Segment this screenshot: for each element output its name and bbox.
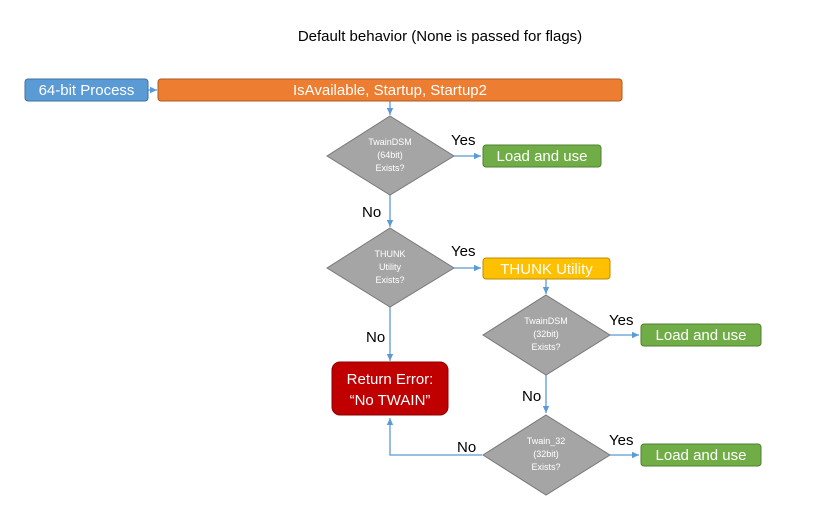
node-load-and-use-1: Load and use bbox=[482, 144, 602, 168]
node-thunk-utility-shape bbox=[482, 257, 611, 280]
decision-twaindsm-64bit: TwainDSM (64bit) Exists? bbox=[326, 115, 455, 196]
node-load-and-use-2-label: Load and use bbox=[656, 327, 747, 344]
node-return-error-shape bbox=[331, 361, 449, 416]
node-load-and-use-3-label: Load and use bbox=[656, 447, 747, 464]
decision-twaindsm-64bit-shape bbox=[326, 115, 455, 196]
edge-twain32-no bbox=[386, 418, 482, 456]
diagram-title: Default behavior (None is passed for fla… bbox=[298, 28, 582, 45]
node-64bit-process-label: 64-bit Process bbox=[39, 82, 135, 99]
decision-thunk-utility-line-3: Exists? bbox=[375, 275, 404, 285]
decision-twaindsm-32bit: TwainDSM (32bit) Exists? bbox=[482, 294, 611, 376]
decision-twaindsm-64bit-line-2: (64bit) bbox=[377, 150, 403, 160]
edge-label-twain32-yes: Yes bbox=[609, 432, 633, 449]
edge-label-thunk-no: No bbox=[366, 329, 385, 346]
decision-twaindsm-64bit-line-3: Exists? bbox=[375, 163, 404, 173]
edge-label-twain32-no: No bbox=[457, 439, 476, 456]
decision-thunk-utility: THUNK Utility Exists? bbox=[326, 227, 455, 308]
decision-thunk-utility-line-1: THUNK bbox=[375, 249, 406, 259]
node-64bit-process-shape bbox=[24, 78, 149, 102]
node-return-error: Return Error: “No TWAIN” bbox=[331, 361, 449, 416]
edge-label-thunk-yes: Yes bbox=[451, 243, 475, 260]
node-return-error-line-2: “No TWAIN” bbox=[350, 392, 431, 409]
edge-labels: Yes No Yes No Yes No Yes No bbox=[362, 132, 633, 456]
node-load-and-use-1-label: Load and use bbox=[497, 148, 588, 165]
decision-twaindsm-64bit-line-1: TwainDSM bbox=[368, 137, 412, 147]
decision-twain32-line-2: (32bit) bbox=[533, 449, 559, 459]
decision-twaindsm-32bit-line-3: Exists? bbox=[531, 342, 560, 352]
decision-twain32: Twain_32 (32bit) Exists? bbox=[482, 414, 611, 496]
decision-twain32-line-3: Exists? bbox=[531, 462, 560, 472]
node-startup-calls: IsAvailable, Startup, Startup2 bbox=[157, 78, 623, 102]
decision-thunk-utility-line-2: Utility bbox=[379, 262, 401, 272]
node-load-and-use-2-shape bbox=[640, 323, 762, 347]
node-load-and-use-3-shape bbox=[640, 443, 762, 467]
node-thunk-utility: THUNK Utility bbox=[482, 257, 611, 280]
node-load-and-use-2: Load and use bbox=[640, 323, 762, 347]
node-thunk-utility-label: THUNK Utility bbox=[500, 261, 593, 278]
decision-thunk-utility-shape bbox=[326, 227, 455, 308]
node-load-and-use-3: Load and use bbox=[640, 443, 762, 467]
node-load-and-use-1-shape bbox=[482, 144, 602, 168]
node-startup-calls-shape bbox=[157, 78, 623, 102]
node-return-error-line-1: Return Error: bbox=[347, 371, 434, 388]
edge-label-dsm32-no: No bbox=[522, 388, 541, 405]
decision-twain32-shape bbox=[482, 414, 611, 496]
decision-twaindsm-32bit-shape bbox=[482, 294, 611, 376]
decision-twaindsm-32bit-line-1: TwainDSM bbox=[524, 316, 568, 326]
decision-twain32-line-1: Twain_32 bbox=[527, 436, 566, 446]
decision-twaindsm-32bit-line-2: (32bit) bbox=[533, 329, 559, 339]
edge-label-dsm64-no: No bbox=[362, 204, 381, 221]
edges bbox=[148, 86, 639, 459]
edge-label-dsm32-yes: Yes bbox=[609, 312, 633, 329]
edge-label-dsm64-yes: Yes bbox=[451, 132, 475, 149]
node-startup-calls-label: IsAvailable, Startup, Startup2 bbox=[293, 82, 487, 99]
node-64bit-process: 64-bit Process bbox=[24, 78, 149, 102]
